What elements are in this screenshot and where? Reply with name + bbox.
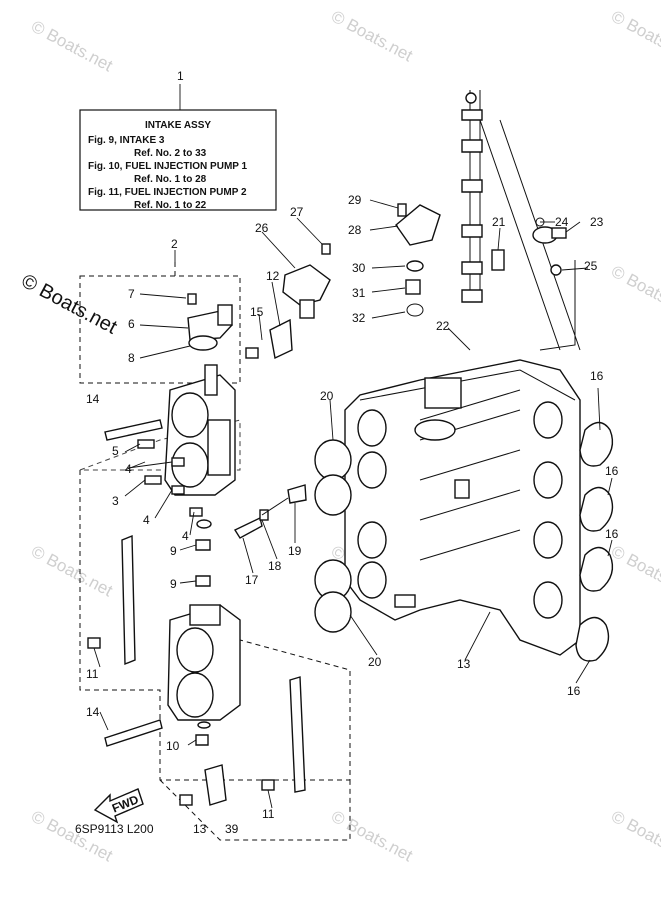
callout-4: 4 [125, 462, 132, 476]
info-line: Ref. No. 1 to 22 [134, 200, 207, 211]
callout-14: 14 [86, 705, 100, 719]
small-hardware [137, 439, 307, 746]
info-box: 1 INTAKE ASSY Fig. 9, INTAKE 3 Ref. No. … [79, 69, 277, 211]
upper-throttle-body [164, 364, 236, 496]
callout-20: 20 [368, 655, 382, 669]
callout-18: 18 [268, 559, 282, 573]
info-line: Ref. No. 1 to 28 [134, 174, 207, 185]
callout-29: 29 [348, 193, 362, 207]
info-line: Fig. 10, FUEL INJECTION PUMP 1 [88, 161, 248, 172]
callout-16: 16 [605, 527, 619, 541]
callout-16: 16 [590, 369, 604, 383]
dashed-group-outlines [79, 262, 351, 841]
watermark: © Boats.net [608, 262, 661, 321]
callout-25: 25 [584, 259, 598, 273]
manifold-ports-right [533, 401, 563, 619]
footer-ref2: 39 [225, 822, 239, 836]
info-line: Ref. No. 2 to 33 [134, 148, 207, 159]
callout-11: 11 [86, 667, 99, 681]
callout-16: 16 [567, 684, 581, 698]
sensor-28 [395, 203, 441, 317]
fwd-arrow: FWD [93, 788, 144, 824]
callout-numbers: 2 3 4 4 4 5 6 7 8 9 9 10 11 11 12 13 14 … [86, 193, 619, 821]
callout-21: 21 [492, 215, 506, 229]
callout-14: 14 [86, 392, 100, 406]
callout-2: 2 [171, 237, 178, 251]
fuel-rail-assembly [461, 90, 581, 351]
watermark: © Boats.net [328, 807, 416, 866]
o-rings-20 [314, 439, 352, 633]
callout-22: 22 [436, 319, 450, 333]
leader-lines [93, 199, 613, 809]
callout-9: 9 [170, 544, 177, 558]
intake-manifold [344, 359, 581, 656]
footer: 6SP9113 L200 13 39 [75, 822, 239, 836]
callout-19: 19 [288, 544, 302, 558]
callout-8: 8 [128, 351, 135, 365]
footer-code: 6SP9113 L200 [75, 822, 154, 836]
callout-30: 30 [352, 261, 366, 275]
watermark: © Boats.net [608, 542, 661, 601]
callout-17: 17 [245, 573, 259, 587]
watermark: © Boats.net [328, 7, 416, 66]
bracket-12 [245, 318, 293, 360]
callout-6: 6 [128, 317, 135, 331]
watermark: © Boats.net [28, 542, 116, 601]
screws-14 [104, 419, 163, 747]
callout-31: 31 [352, 286, 366, 300]
callout-11: 11 [262, 807, 275, 821]
callout-20: 20 [320, 389, 334, 403]
callout-7: 7 [128, 287, 135, 301]
info-box-title: INTAKE ASSY [145, 120, 211, 131]
callout-10: 10 [166, 739, 180, 753]
watermark: © Boats.net [28, 807, 116, 866]
callout-3: 3 [112, 494, 119, 508]
callout-26: 26 [255, 221, 269, 235]
watermark: © Boats.net [608, 7, 661, 66]
plates [87, 534, 306, 806]
footer-ref: 13 [193, 822, 207, 836]
callout-28: 28 [348, 223, 362, 237]
callout-5: 5 [112, 444, 119, 458]
manifold-ports-left [357, 409, 387, 599]
info-line: Fig. 11, FUEL INJECTION PUMP 2 [88, 187, 247, 198]
gaskets-16 [575, 421, 614, 662]
watermark: © Boats.net [28, 17, 116, 76]
callout-4: 4 [182, 529, 189, 543]
callout-27: 27 [290, 205, 304, 219]
callout-9: 9 [170, 577, 177, 591]
callout-24: 24 [555, 215, 569, 229]
callout-1: 1 [177, 69, 184, 83]
watermark-large: © Boats.net [18, 270, 121, 339]
callout-23: 23 [590, 215, 604, 229]
throttle-sensor [187, 293, 233, 351]
watermark: © Boats.net [608, 807, 661, 866]
lower-throttle-body [167, 604, 241, 721]
callout-4: 4 [143, 513, 150, 527]
callout-13: 13 [457, 657, 471, 671]
callout-16: 16 [605, 464, 619, 478]
callout-15: 15 [250, 305, 264, 319]
callout-32: 32 [352, 311, 366, 325]
sensor-26 [282, 243, 331, 319]
callout-12: 12 [266, 269, 280, 283]
info-line: Fig. 9, INTAKE 3 [88, 135, 165, 146]
